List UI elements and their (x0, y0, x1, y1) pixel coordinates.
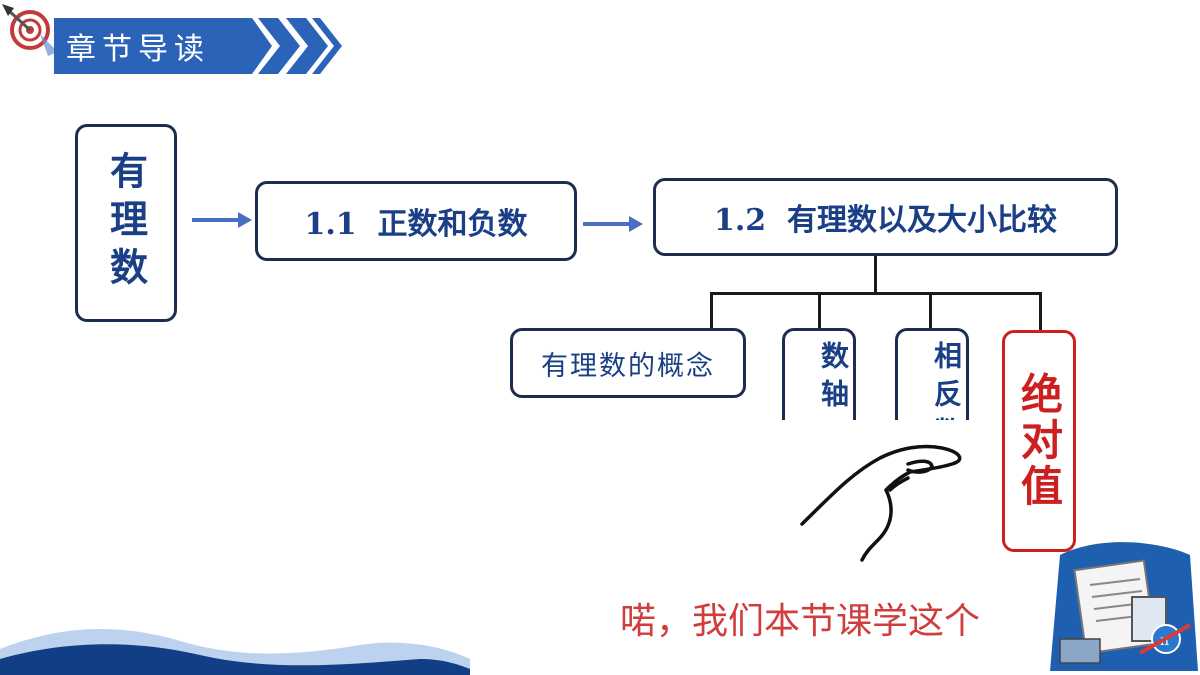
tree-connector (929, 292, 932, 330)
tree-connector (1039, 292, 1042, 330)
tree-connector (710, 292, 713, 330)
node-1-2: 1.2 有理数以及大小比较 (653, 178, 1118, 256)
node-1-1: 1.1 正数和负数 (255, 181, 577, 261)
tree-connector (818, 292, 821, 330)
arrow-head-icon (629, 216, 643, 232)
arrow-right-icon (192, 218, 238, 222)
target-dart-icon (2, 4, 58, 56)
arrow-head-icon (238, 212, 252, 228)
pointing-hand-overlay (782, 420, 982, 570)
header-title: 章节导读 (66, 32, 210, 67)
arrow-right-icon (583, 222, 629, 226)
header-banner: 章节导读 (0, 0, 360, 90)
wave-decoration (0, 629, 470, 675)
math-illustration-icon: π (1050, 542, 1198, 671)
tree-connector (874, 256, 877, 294)
child-absolute-value: 绝对值 (1002, 330, 1076, 552)
caption-text: 喏，我们本节课学这个 (620, 601, 981, 642)
header-chevrons (54, 18, 342, 74)
child-concept: 有理数的概念 (510, 328, 746, 398)
tree-connector (710, 292, 1042, 295)
root-node: 有理数 (75, 124, 177, 322)
pointing-hand-icon (800, 444, 962, 562)
